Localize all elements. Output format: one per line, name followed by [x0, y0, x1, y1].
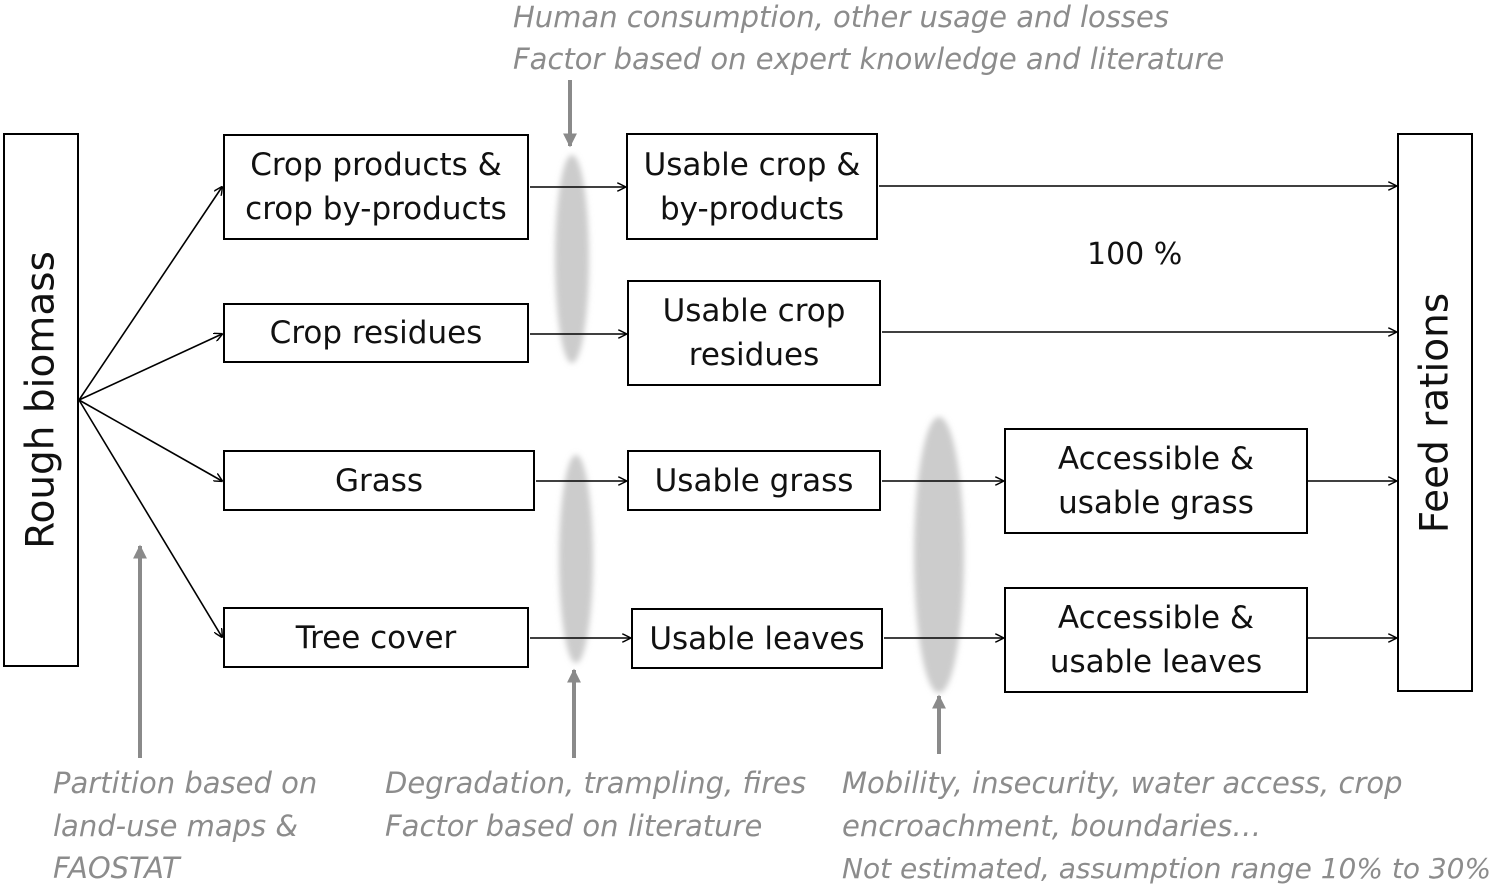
note-human-consumption-line1: Human consumption, other usage and losse… — [513, 0, 1169, 34]
note-mobility-line2: encroachment, boundaries… — [842, 809, 1262, 843]
note-partition-line2: land-use maps & — [53, 809, 298, 843]
rough-biomass-label: Rough biomass — [18, 251, 64, 549]
percent-label: 100 % — [1087, 237, 1183, 272]
note-degradation-line1: Degradation, trampling, fires — [385, 766, 807, 800]
grass-box: Grass — [223, 450, 535, 511]
note-human-consumption-line2: Factor based on expert knowledge and lit… — [513, 42, 1225, 76]
usable-crop-residues-box: Usable crop residues — [627, 280, 881, 386]
usable-leaves-box: Usable leaves — [631, 608, 883, 669]
accessible-grass-box: Accessible & usable grass — [1004, 428, 1308, 534]
edge-biomass-to-grass — [78, 399, 222, 481]
edge-biomass-to-crop-products — [78, 187, 222, 401]
edge-biomass-to-crop-residues — [78, 334, 222, 401]
note-mobility-line3: Not estimated, assumption range 10% to 3… — [842, 852, 1492, 885]
tree-cover-box: Tree cover — [223, 607, 529, 668]
feed-rations-label: Feed rations — [1412, 292, 1458, 533]
loss-ellipse-mobility — [914, 417, 964, 693]
note-degradation-line2: Factor based on literature — [385, 809, 763, 843]
note-mobility-line1: Mobility, insecurity, water access, crop — [842, 766, 1403, 800]
loss-ellipse-degradation — [559, 455, 593, 663]
feed-rations-box: Feed rations — [1397, 133, 1473, 692]
note-partition-line1: Partition based on — [53, 766, 318, 800]
edge-biomass-to-tree-cover — [78, 399, 222, 637]
rough-biomass-box: Rough biomass — [3, 133, 79, 667]
crop-residues-box: Crop residues — [223, 303, 529, 363]
loss-ellipse-human-consumption — [555, 155, 589, 363]
accessible-leaves-box: Accessible & usable leaves — [1004, 587, 1308, 693]
crop-products-box: Crop products & crop by-products — [223, 134, 529, 240]
usable-grass-box: Usable grass — [627, 450, 881, 511]
usable-crop-box: Usable crop & by-products — [626, 133, 878, 240]
note-partition-line3: FAOSTAT — [53, 851, 180, 885]
